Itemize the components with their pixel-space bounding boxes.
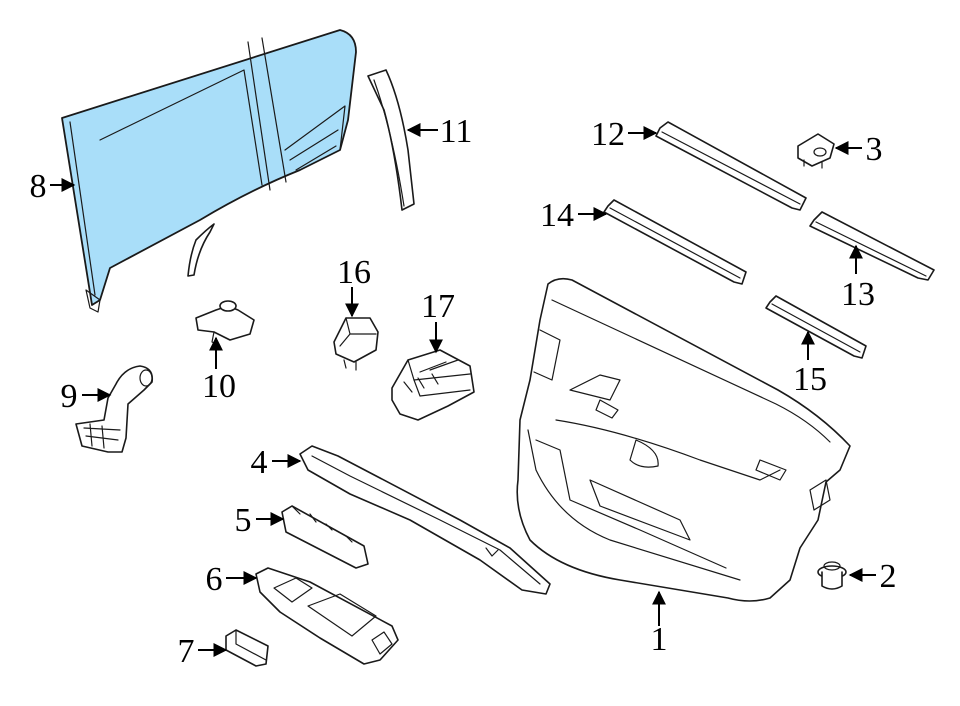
callout-10[interactable]: 10 xyxy=(202,368,236,405)
part-17-switch-pack[interactable] xyxy=(391,349,475,421)
callout-3[interactable]: 3 xyxy=(866,131,883,168)
callout-7[interactable]: 7 xyxy=(178,633,195,670)
callout-1[interactable]: 1 xyxy=(651,621,668,658)
part-8-window-glass[interactable] xyxy=(61,29,357,313)
part-3-clip[interactable] xyxy=(797,133,835,169)
part-12-weatherstrip[interactable] xyxy=(655,121,807,211)
part-1-door-panel[interactable] xyxy=(516,277,851,602)
part-13-weatherstrip[interactable] xyxy=(809,211,935,281)
part-10-bracket[interactable] xyxy=(195,300,255,347)
part-5-trim[interactable] xyxy=(281,505,369,569)
callout-labels: 1 2 3 4 5 6 7 8 9 10 11 12 13 14 15 16 1… xyxy=(30,113,897,670)
part-4-armrest-trim[interactable] xyxy=(299,445,551,595)
callout-17[interactable]: 17 xyxy=(421,288,455,325)
callout-9[interactable]: 9 xyxy=(61,378,78,415)
callout-13[interactable]: 13 xyxy=(841,276,875,313)
callout-12[interactable]: 12 xyxy=(591,116,625,153)
part-16-switch[interactable] xyxy=(333,317,379,371)
callout-8[interactable]: 8 xyxy=(30,168,47,205)
part-2-fastener[interactable] xyxy=(817,561,847,590)
callout-2[interactable]: 2 xyxy=(880,558,897,595)
callout-15[interactable]: 15 xyxy=(793,361,827,398)
callout-14[interactable]: 14 xyxy=(540,197,574,234)
part-15-weatherstrip[interactable] xyxy=(765,295,867,359)
callout-leaders xyxy=(50,123,876,657)
part-9-bracket[interactable] xyxy=(75,365,154,453)
part-6-switch-bezel[interactable] xyxy=(255,567,399,665)
part-7-block[interactable] xyxy=(225,629,269,667)
callout-16[interactable]: 16 xyxy=(337,254,371,291)
part-14-weatherstrip[interactable] xyxy=(603,199,747,285)
part-11-trim-strip[interactable] xyxy=(367,69,415,211)
callout-5[interactable]: 5 xyxy=(235,502,252,539)
callout-6[interactable]: 6 xyxy=(206,561,223,598)
callout-4[interactable]: 4 xyxy=(251,444,268,481)
callout-11[interactable]: 11 xyxy=(440,113,473,150)
